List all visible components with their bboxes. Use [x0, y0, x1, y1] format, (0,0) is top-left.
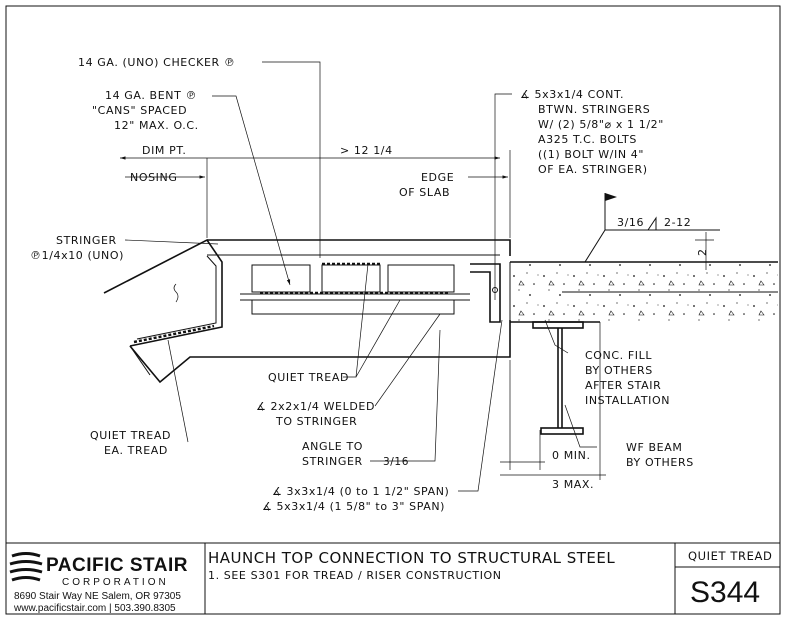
label-dim-pt: DIM PT. [142, 144, 186, 157]
note-conc-1: CONC. FILL [585, 349, 652, 362]
note-angle-to-1: ANGLE TO [302, 440, 363, 453]
note-conc-3: AFTER STAIR [585, 379, 661, 392]
note-angle-welded-1: ∡ 2x2x1/4 WELDED [256, 400, 375, 413]
note-angle-span-2: ∡ 5x3x1/4 (1 5/8" to 3" SPAN) [262, 500, 445, 513]
note-quiet-tread: QUIET TREAD [268, 371, 349, 384]
product-series: QUIET TREAD [688, 549, 772, 563]
company-logo-mark [9, 552, 43, 582]
weld-symbol-flag [584, 193, 720, 263]
note-angle-cont-3: W/ (2) 5/8"⌀ x 1 1/2" [538, 118, 664, 131]
note-conc-4: INSTALLATION [585, 394, 670, 407]
wf-beam [532, 321, 584, 435]
company-address: 8690 Stair Way NE Salem, OR 97305 [14, 591, 181, 602]
note-bent-plate-1: 14 GA. BENT ℗ [105, 89, 197, 102]
weld-size-right: 2-12 [664, 216, 691, 229]
note-angle-cont-5: ((1) BOLT W/IN 4" [538, 148, 644, 161]
company-name: PACIFIC STAIR [46, 555, 188, 576]
note-angle-cont-1: ∡ 5x3x1/4 CONT. [520, 88, 624, 101]
concrete-slab [509, 261, 778, 323]
label-dim-value: > 12 1/4 [340, 144, 393, 157]
note-conc-2: BY OTHERS [585, 364, 653, 377]
note-quiet-tread-ea-2: EA. TREAD [104, 444, 168, 457]
company-contact: www.pacificstair.com | 503.390.8305 [13, 603, 176, 614]
angle-to-weld-size: 3/16 [383, 456, 409, 468]
note-angle-cont-6: OF EA. STRINGER) [538, 163, 648, 176]
dimension-lines [120, 150, 714, 480]
drawing-title: HAUNCH TOP CONNECTION TO STRUCTURAL STEE… [208, 549, 615, 567]
drawing-note: 1. SEE S301 FOR TREAD / RISER CONSTRUCTI… [208, 569, 502, 582]
weld-size-left: 3/16 [617, 216, 644, 229]
dim-min: 0 MIN. [552, 449, 591, 462]
stair-geometry [103, 238, 511, 384]
note-angle-cont-2: BTWN. STRINGERS [538, 103, 650, 116]
dim-max: 3 MAX. [552, 478, 594, 491]
leader-lines [124, 61, 597, 492]
slab-thickness-dim: 2 [696, 248, 709, 256]
note-angle-cont-4: A325 T.C. BOLTS [538, 133, 637, 146]
note-beam-1: WF BEAM [626, 441, 682, 454]
note-checker-plate: 14 GA. (UNO) CHECKER ℗ [78, 56, 235, 69]
note-stringer-1: STRINGER [56, 234, 117, 247]
label-of-slab: OF SLAB [399, 186, 450, 199]
note-stringer-2: ℗1/4x10 (UNO) [30, 249, 124, 262]
sheet-border [5, 5, 781, 615]
company-subtitle: CORPORATION [62, 577, 169, 588]
note-angle-span-1: ∡ 3x3x1/4 (0 to 1 1/2" SPAN) [272, 485, 449, 498]
note-quiet-tread-ea-1: QUIET TREAD [90, 429, 171, 442]
note-angle-welded-2: TO STRINGER [275, 415, 357, 428]
label-edge: EDGE [421, 171, 454, 184]
note-bent-plate-2: "CANS" SPACED [92, 104, 187, 117]
note-bent-plate-3: 12" MAX. O.C. [114, 119, 199, 132]
title-block: PACIFIC STAIR CORPORATION 8690 Stair Way… [9, 543, 780, 614]
label-nosing: NOSING [130, 171, 177, 184]
note-angle-to-2: STRINGER [302, 455, 363, 468]
sheet-number: S344 [690, 576, 760, 609]
note-beam-2: BY OTHERS [626, 456, 694, 469]
